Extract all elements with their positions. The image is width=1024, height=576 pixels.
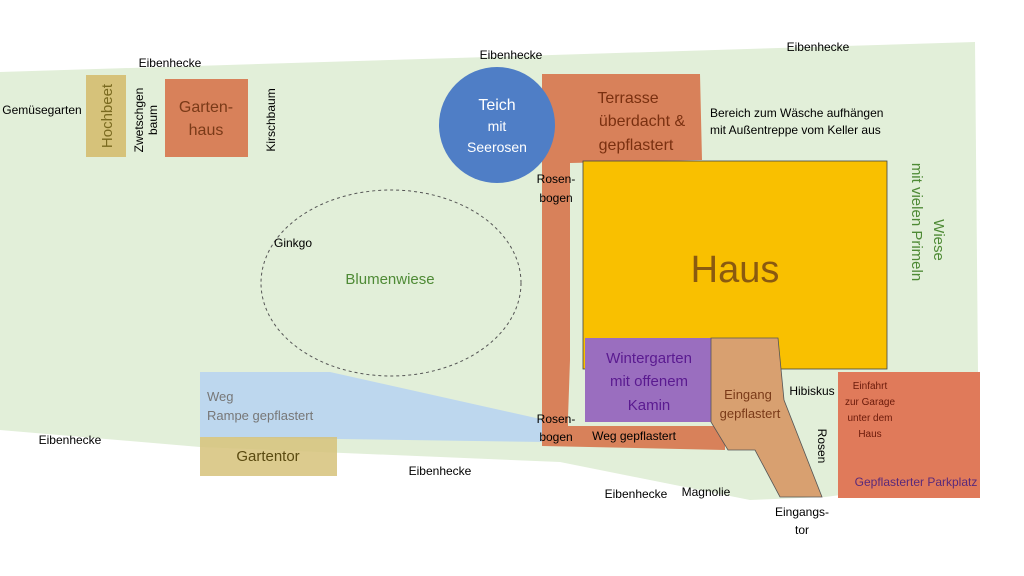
driveway-label-3: unter dem bbox=[847, 413, 892, 424]
parking-label: Gepflasterter Parkplatz bbox=[855, 475, 978, 489]
path-ramp-label-1: Weg bbox=[207, 389, 234, 404]
hedge-bottom-label: Eibenhecke bbox=[409, 464, 472, 478]
hedge-bottom-right-label: Eibenhecke bbox=[605, 487, 668, 501]
driveway-label-2: zur Garage bbox=[845, 397, 895, 408]
vegetable-garden-label: Gemüsegarten bbox=[2, 103, 81, 117]
flower-meadow-outline bbox=[260, 189, 522, 377]
meadow-label-1: Wiese bbox=[930, 219, 947, 261]
plum-tree-label-2: baum bbox=[146, 105, 160, 135]
garden-house-label-1: Garten- bbox=[179, 99, 233, 116]
rose-arch-bottom-label-2: bogen bbox=[539, 430, 572, 444]
terrace-area bbox=[542, 74, 702, 418]
raised-bed-label: Hochbeet bbox=[99, 83, 116, 148]
winter-garden-label-2: mit offenem bbox=[610, 373, 688, 390]
winter-garden-area bbox=[585, 338, 711, 422]
ramp-path bbox=[200, 372, 545, 442]
roses-label: Rosen bbox=[815, 429, 829, 464]
meadow-label-2: mit vielen Primeln bbox=[908, 163, 925, 281]
hedge-top-left-label: Eibenhecke bbox=[139, 56, 202, 70]
entrance-label-1: Eingang bbox=[724, 387, 772, 402]
pond-label-1: Teich bbox=[478, 97, 515, 114]
rose-arch-bottom-label-1: Rosen- bbox=[537, 412, 576, 426]
pond-area bbox=[439, 67, 555, 183]
driveway-label-1: Einfahrt bbox=[853, 381, 888, 392]
rose-arch-top-label-1: Rosen- bbox=[537, 172, 576, 186]
magnolia-label: Magnolie bbox=[682, 485, 731, 499]
ginkgo-label: Ginkgo bbox=[274, 236, 312, 250]
laundry-label-1: Bereich zum Wäsche aufhängen bbox=[710, 106, 883, 120]
terrace-label-1: Terrasse bbox=[597, 90, 658, 107]
house-label: Haus bbox=[691, 249, 780, 291]
plum-tree-label-1: Zwetschgen bbox=[132, 88, 146, 153]
laundry-label-2: mit Außentreppe vom Keller aus bbox=[710, 123, 881, 137]
driveway-label-4: Haus bbox=[858, 429, 881, 440]
house-area bbox=[582, 160, 888, 370]
entrance-label-2: gepflastert bbox=[720, 406, 781, 421]
paved-path-area bbox=[542, 418, 725, 450]
winter-garden-label-1: Wintergarten bbox=[606, 350, 692, 367]
entrance-area bbox=[710, 337, 823, 498]
entrance-gate-label-2: tor bbox=[795, 523, 809, 537]
hedge-top-right-label: Eibenhecke bbox=[787, 40, 850, 54]
parking-area bbox=[838, 372, 980, 498]
pond-label-3: Seerosen bbox=[467, 139, 527, 155]
hedge-top-middle-label: Eibenhecke bbox=[480, 48, 543, 62]
flower-meadow-label: Blumenwiese bbox=[345, 271, 434, 288]
garden-gate-label: Gartentor bbox=[236, 448, 299, 465]
hibiscus-label: Hibiskus bbox=[789, 384, 834, 398]
garden-house-label-2: haus bbox=[189, 122, 224, 139]
terrace-label-2: überdacht & bbox=[599, 113, 686, 130]
path-paved-label: Weg gepflastert bbox=[592, 429, 676, 443]
rose-arch-top-label-2: bogen bbox=[539, 191, 572, 205]
raised-bed-area bbox=[86, 75, 126, 157]
winter-garden-label-3: Kamin bbox=[628, 397, 671, 414]
pond-label-2: mit bbox=[488, 118, 507, 134]
garden-gate-area bbox=[200, 437, 337, 476]
terrace-label-3: gepflastert bbox=[599, 137, 674, 154]
entrance-gate-label-1: Eingangs- bbox=[775, 505, 829, 519]
garden-house-area bbox=[165, 79, 248, 157]
cherry-tree-label: Kirschbaum bbox=[264, 88, 278, 151]
path-ramp-label-2: Rampe gepflastert bbox=[207, 408, 314, 423]
hedge-left-label: Eibenhecke bbox=[39, 433, 102, 447]
